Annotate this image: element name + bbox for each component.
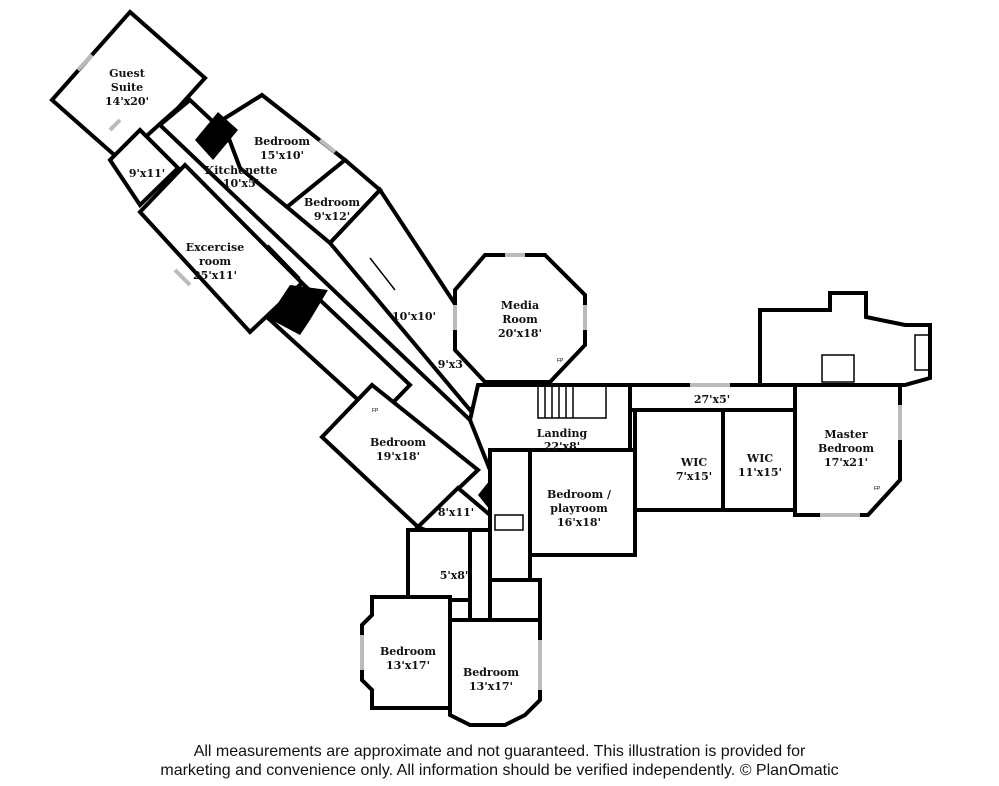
closets	[488, 578, 542, 622]
room-5x8-label: 5'x8'	[440, 569, 469, 582]
south-wing	[360, 485, 542, 727]
bathtub	[914, 334, 931, 371]
bedroom-playroom-room	[528, 448, 637, 557]
chimney	[478, 480, 490, 510]
chimney	[195, 112, 238, 160]
fireplace-label: FP	[874, 486, 881, 492]
disclaimer-line-2: marketing and convenience only. All info…	[160, 762, 839, 779]
wic-11x15-room	[721, 408, 797, 512]
room-9x3-label: 9'x3'	[438, 358, 467, 371]
main-band	[467, 291, 932, 602]
bedroom-13x17-right-room	[448, 618, 542, 727]
bathtub	[494, 514, 524, 531]
room-8x11-label: 8'x11'	[438, 506, 474, 519]
bedroom-19x18-room	[319, 382, 482, 530]
room-9x11-label: 9'x11'	[129, 167, 165, 180]
stairs	[267, 244, 301, 279]
room-10x10-label: 10'x10'	[392, 310, 436, 323]
disclaimer-line-1: All measurements are approximate and not…	[193, 743, 806, 760]
chimney	[268, 285, 328, 335]
corridor-27x5-label: 27'x5'	[694, 393, 730, 406]
fireplace-label: FP	[557, 358, 564, 364]
hall-baths	[488, 448, 532, 602]
shower	[821, 354, 855, 383]
staircase	[537, 384, 607, 419]
fireplace-label: FP	[372, 408, 379, 414]
wic-7x15-room	[633, 408, 725, 512]
hall	[468, 528, 492, 622]
stair-treads	[544, 385, 574, 418]
master-bath	[758, 291, 932, 387]
bathtub	[369, 257, 396, 291]
room-5x8	[406, 528, 472, 602]
room-9x11	[107, 127, 181, 209]
